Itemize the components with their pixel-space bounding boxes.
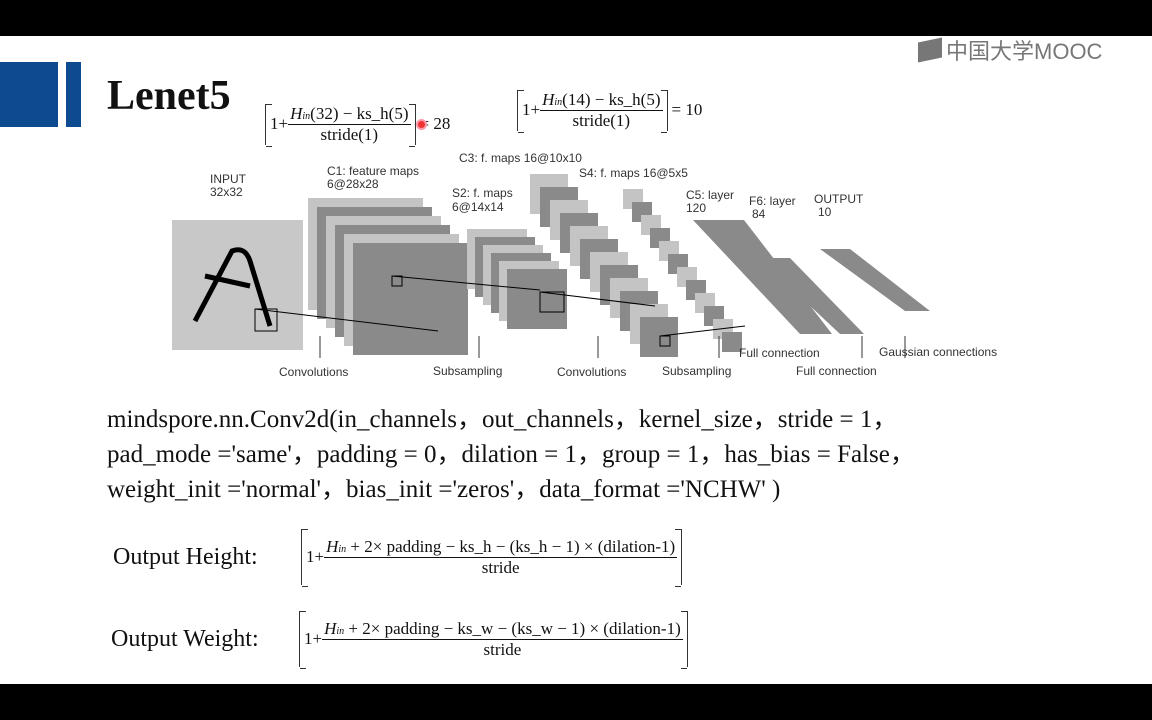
c5-size: 120	[686, 201, 706, 215]
h-symbol: H	[290, 103, 303, 123]
numerator: + 2× padding − ks_h − (ks_h − 1) × (dila…	[346, 536, 676, 556]
denominator: stride(1)	[572, 110, 631, 130]
numerator: (32) − ks_h(5)	[310, 103, 409, 123]
op-gaussian: Gaussian connections	[879, 345, 997, 359]
output-weight-label: Output Weight:	[111, 625, 259, 652]
watermark-text: 中国大学MOOC	[946, 39, 1103, 64]
op-convolutions-2: Convolutions	[557, 365, 626, 379]
formula-result: = 10	[671, 100, 703, 119]
receptive-field	[254, 308, 278, 332]
letter-a	[192, 247, 273, 327]
c1-map	[353, 243, 468, 355]
slide: Lenet5 中国大学MOOC 1+ Hin(32) − ks_h(5)stri…	[0, 36, 1152, 684]
receptive-field	[659, 335, 671, 347]
formula-prefix: 1+	[270, 114, 289, 133]
numerator: + 2× padding − ks_w − (ks_w − 1) × (dila…	[344, 618, 681, 638]
h-sub: in	[336, 625, 345, 637]
input-label: INPUT	[210, 172, 247, 186]
numerator: (14) − ks_h(5)	[562, 89, 661, 109]
denominator: stride	[481, 557, 520, 577]
fc-layer-1	[759, 258, 864, 334]
s2-size: 6@14x14	[452, 200, 504, 214]
h-symbol: H	[326, 536, 339, 556]
s2-map	[507, 269, 567, 329]
s2-label: S2: f. maps	[452, 186, 513, 200]
formula-prefix: 1+	[306, 547, 325, 566]
projection-line	[659, 325, 746, 337]
projection-line	[391, 275, 541, 291]
formula-prefix: 1+	[304, 629, 323, 648]
denominator: stride(1)	[320, 124, 379, 144]
accent-bar-thin	[66, 62, 81, 127]
mooc-watermark: 中国大学MOOC	[918, 34, 1102, 66]
h-sub: in	[302, 110, 311, 122]
c1-label: C1: feature maps	[327, 164, 419, 178]
s4-map	[722, 332, 742, 352]
formula-c1: 1+ Hin(32) − ks_h(5)stride(1) = 28	[265, 96, 450, 152]
denominator: stride	[483, 639, 522, 659]
s4-label: S4: f. maps 16@5x5	[579, 166, 688, 180]
formula-result: = 28	[419, 114, 451, 133]
projection-line	[539, 291, 656, 307]
f6-label: F6: layer	[749, 194, 796, 208]
fc-layer-0	[693, 220, 832, 334]
receptive-field	[539, 291, 565, 313]
c5-label: C5: layer	[686, 188, 734, 202]
op-subsampling-2: Subsampling	[662, 364, 731, 378]
c3-map	[640, 317, 678, 357]
op-subsampling-1: Subsampling	[433, 364, 502, 378]
output-height-formula: Output Height: 1+ Hin + 2× padding − ks_…	[113, 529, 683, 587]
op-convolutions-1: Convolutions	[279, 365, 348, 379]
formula-c3: 1+ Hin(14) − ks_h(5)stride(1) = 10	[517, 83, 702, 137]
h-symbol: H	[324, 618, 337, 638]
output-height-label: Output Height:	[113, 543, 258, 570]
projection-line	[254, 308, 439, 332]
laser-pointer	[416, 119, 427, 130]
h-sub: in	[554, 96, 563, 108]
fc-layer-2	[820, 249, 930, 311]
output-size: 10	[818, 205, 832, 219]
op-full-connection-1: Full connection	[739, 346, 820, 360]
c1-size: 6@28x28	[327, 177, 379, 191]
h-symbol: H	[542, 89, 555, 109]
f6-size: 84	[752, 207, 766, 221]
formula-prefix: 1+	[522, 100, 541, 119]
input-size: 32x32	[210, 185, 243, 199]
output-label: OUTPUT	[814, 192, 864, 206]
accent-bar	[0, 62, 58, 127]
letter-a-bar	[204, 273, 251, 289]
h-sub: in	[338, 543, 347, 555]
output-weight-formula: Output Weight: 1+ Hin + 2× padding − ks_…	[111, 611, 688, 669]
conv2d-signature: mindspore.nn.Conv2d(in_channels，out_chan…	[107, 406, 915, 503]
op-full-connection-2: Full connection	[796, 364, 877, 378]
slide-title: Lenet5	[107, 73, 231, 119]
lenet5-diagram: INPUT 32x32 C1: feature maps 6@28x28 S2:…	[172, 151, 997, 379]
c3-label: C3: f. maps 16@10x10	[459, 151, 582, 165]
